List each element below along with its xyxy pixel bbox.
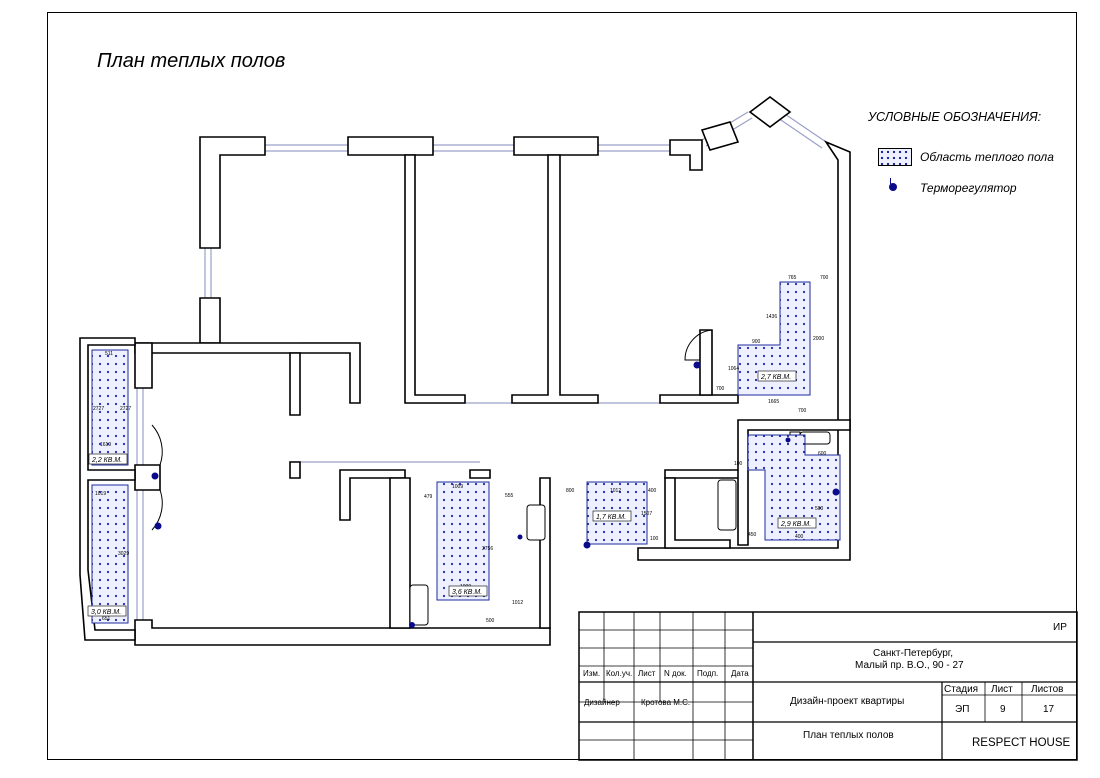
dimension-label: 3029 (118, 551, 129, 557)
stamp-stage: ЭП (955, 704, 970, 715)
area-label: 2,2 КВ.М. (91, 457, 122, 464)
thermostat-icon (517, 534, 523, 540)
area-label: 2,7 КВ.М. (760, 374, 791, 381)
stamp-col-ndoc: N док. (664, 669, 687, 678)
thermostats (151, 361, 840, 628)
dimension-label: 651 (102, 616, 111, 622)
dimension-label: 1012 (512, 600, 523, 606)
stamp-address-line2: Малый пр. В.О., 90 - 27 (855, 660, 964, 671)
dimension-label: 400 (795, 534, 804, 540)
dimension-label: 2000 (813, 336, 824, 342)
area-label: 3,6 КВ.М. (452, 589, 482, 596)
title-block (578, 611, 1078, 761)
stamp-stage-heading: Стадия (944, 684, 979, 695)
thermostat-icon (693, 361, 701, 369)
dimension-label: 1507 (641, 511, 652, 517)
stamp-drawing-title: План теплых полов (803, 730, 894, 741)
stamp-col-list: Лист (638, 669, 656, 678)
heated-zone-3-0 (91, 484, 129, 624)
legend-thermostat-label: Терморегулятор (920, 181, 1017, 195)
dimension-label: 765 (788, 275, 797, 281)
area-label: 2,9 КВ.М. (780, 521, 811, 528)
thermostat-icon (583, 541, 591, 549)
door-swings (151, 329, 713, 531)
stamp-author: Кротова М.С. (641, 698, 691, 707)
dimension-label: 100 (734, 461, 743, 467)
stamp-sheets-heading: Листов (1031, 684, 1064, 695)
dimension-label: 700 (716, 386, 725, 392)
stamp-sheet-heading: Лист (991, 684, 1013, 695)
dimensions: 511 2727 2727 1619 1019 3029 651 479 100… (93, 275, 829, 624)
dimension-label: 800 (566, 488, 575, 494)
dimension-label: 900 (752, 339, 761, 345)
dimension-label: 700 (798, 408, 807, 414)
heated-zone-2-9 (747, 434, 841, 541)
stamp-col-izm: Изм. (583, 669, 601, 678)
heated-zone-3-6 (436, 481, 490, 601)
thermostat-icon (785, 437, 791, 443)
thermostat-icon (832, 488, 840, 496)
stamp-code: ИР (1053, 622, 1067, 633)
area-label: 3,0 КВ.М. (91, 609, 121, 616)
legend-heading: УСЛОВНЫЕ ОБОЗНАЧЕНИЯ: (868, 110, 1042, 124)
heated-zone-2-2 (91, 349, 129, 466)
dimension-label: 450 (748, 532, 757, 538)
dimension-label: 500 (815, 506, 824, 512)
dimension-label: 555 (505, 493, 514, 499)
dimension-label: 2727 (93, 406, 104, 412)
thermostat-icon (151, 472, 159, 480)
dimension-label: 2756 (482, 546, 493, 552)
dimension-label: 1619 (100, 442, 111, 448)
heated-area-swatch (878, 148, 912, 166)
drawing-frame (47, 12, 1077, 760)
stamp-col-kol: Кол.уч. (606, 669, 633, 678)
dimension-label: 600 (818, 451, 827, 457)
stamp-role: Дизайнер (584, 698, 620, 707)
page-title: План теплых полов (97, 50, 286, 72)
dimension-label: 500 (486, 618, 495, 624)
stamp-sheets: 17 (1043, 704, 1055, 715)
dimension-label: 2727 (120, 406, 131, 412)
thermostat-icon (889, 178, 897, 191)
dimension-label: 1665 (768, 399, 779, 405)
heated-zone-2-7 (737, 281, 811, 396)
dimension-label: 511 (105, 351, 113, 357)
stamp-address-line1: Санкт-Петербург, (873, 648, 953, 659)
dimension-label: 479 (424, 494, 433, 500)
area-label: 1,7 КВ.М. (596, 514, 626, 521)
dimension-label: 1009 (452, 484, 463, 490)
stamp-sheet: 9 (1000, 704, 1006, 715)
dimension-label: 700 (820, 275, 829, 281)
dimension-label: 1012 (610, 488, 621, 494)
fixtures (409, 431, 831, 626)
stamp-col-podp: Подп. (697, 669, 719, 678)
dimension-label: 400 (648, 488, 657, 494)
stamp-company: RESPECT HOUSE (972, 737, 1071, 749)
dimension-label: 1436 (766, 314, 777, 320)
thermostat-icon (409, 622, 415, 628)
dimension-label: 1019 (95, 491, 106, 497)
walls (79, 96, 851, 646)
thermostat-icon (154, 522, 162, 530)
legend-heated-area-label: Область теплого пола (920, 150, 1054, 164)
stamp-project: Дизайн-проект квартиры (790, 696, 905, 707)
heated-zones (91, 281, 841, 624)
stamp-col-data: Дата (731, 669, 749, 678)
dimension-label: 100 (650, 536, 659, 542)
dimension-label: 1064 (728, 366, 739, 372)
area-labels: 2,2 КВ.М. 3,0 КВ.М. 3,6 КВ.М. 1,7 КВ.М. … (87, 370, 817, 617)
